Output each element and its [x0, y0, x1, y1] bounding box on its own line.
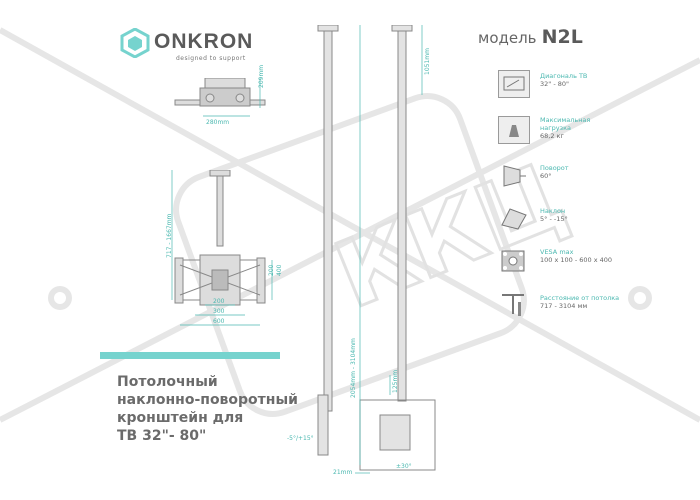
description-line: наклонно-поворотный [117, 392, 298, 408]
rotate-icon [503, 165, 526, 187]
dim-rotation: ±30° [396, 463, 412, 470]
dim-top-height: 209mm [258, 64, 265, 88]
spec-item: Наклон 5° - -15° [498, 205, 568, 235]
dim-small-h: 125mm [392, 369, 399, 393]
dim-tilt: -5°/+15° [287, 435, 314, 442]
dim-vesa-w3: 600 [213, 318, 225, 325]
vesa-icon [501, 250, 525, 272]
dim-vesa-h2: 200 [268, 264, 275, 276]
spec-title: Расстояние от потолка [540, 294, 620, 302]
description-line: Потолочный [117, 374, 218, 390]
weight-icon [498, 116, 530, 144]
dim-tall-top: 1051mm [424, 48, 431, 75]
description-line: кронштейн для [117, 410, 244, 426]
tall-pole-drawing [317, 25, 436, 474]
spec-title: VESA max [540, 248, 574, 256]
dim-top-width: 280mm [206, 119, 230, 126]
brand-tagline: designed to support [176, 55, 246, 62]
spec-item: Расстояние от потолка 717 - 3104 мм [498, 292, 619, 322]
dim-vesa-w1: 200 [213, 298, 225, 305]
spec-value: 68,2 кг [540, 132, 564, 140]
model-header: модель N2L [478, 26, 583, 48]
distance-icon [502, 294, 524, 316]
dim-tall-range: 2054mm - 3104mm [350, 338, 357, 398]
spec-item: Максимальная нагрузка 68,2 кг [498, 116, 590, 148]
model-label: модель [478, 29, 537, 47]
dim-vesa-w2: 300 [213, 308, 225, 315]
model-name: N2L [541, 26, 583, 48]
spec-item: VESA max 100 x 100 - 600 x 400 [498, 248, 612, 278]
spec-title: Поворот [540, 164, 569, 172]
brand-name: ONKRON [154, 30, 254, 53]
tv-icon [498, 70, 530, 98]
dim-vesa-h: 400 [276, 264, 283, 276]
logo-mark-icon [120, 28, 150, 58]
description-line: ТВ 32"- 80" [117, 428, 207, 444]
spec-title: Наклон [540, 207, 566, 215]
spec-item: Диагональ ТВ 32" - 80" [498, 70, 587, 102]
spec-value: 5° - -15° [540, 215, 568, 223]
left-mount-drawing [171, 170, 273, 326]
spec-item: Поворот 60° [498, 162, 569, 192]
spec-title: Диагональ ТВ [540, 72, 588, 80]
spec-value: 100 x 100 - 600 x 400 [540, 256, 613, 264]
tilt-icon [501, 208, 527, 230]
spec-title: Максимальная нагрузка [540, 116, 591, 132]
dim-depth: 21mm [333, 469, 353, 476]
spec-value: 32" - 80" [540, 80, 569, 88]
accent-bar [100, 352, 280, 359]
top-view-drawing [174, 78, 266, 117]
spec-value: 60° [540, 172, 552, 180]
spec-value: 717 - 3104 мм [540, 302, 588, 310]
dim-pole-range-left: 717 - 1667mm [166, 213, 173, 258]
product-description: Потолочный наклонно-поворотный кронштейн… [117, 373, 298, 445]
